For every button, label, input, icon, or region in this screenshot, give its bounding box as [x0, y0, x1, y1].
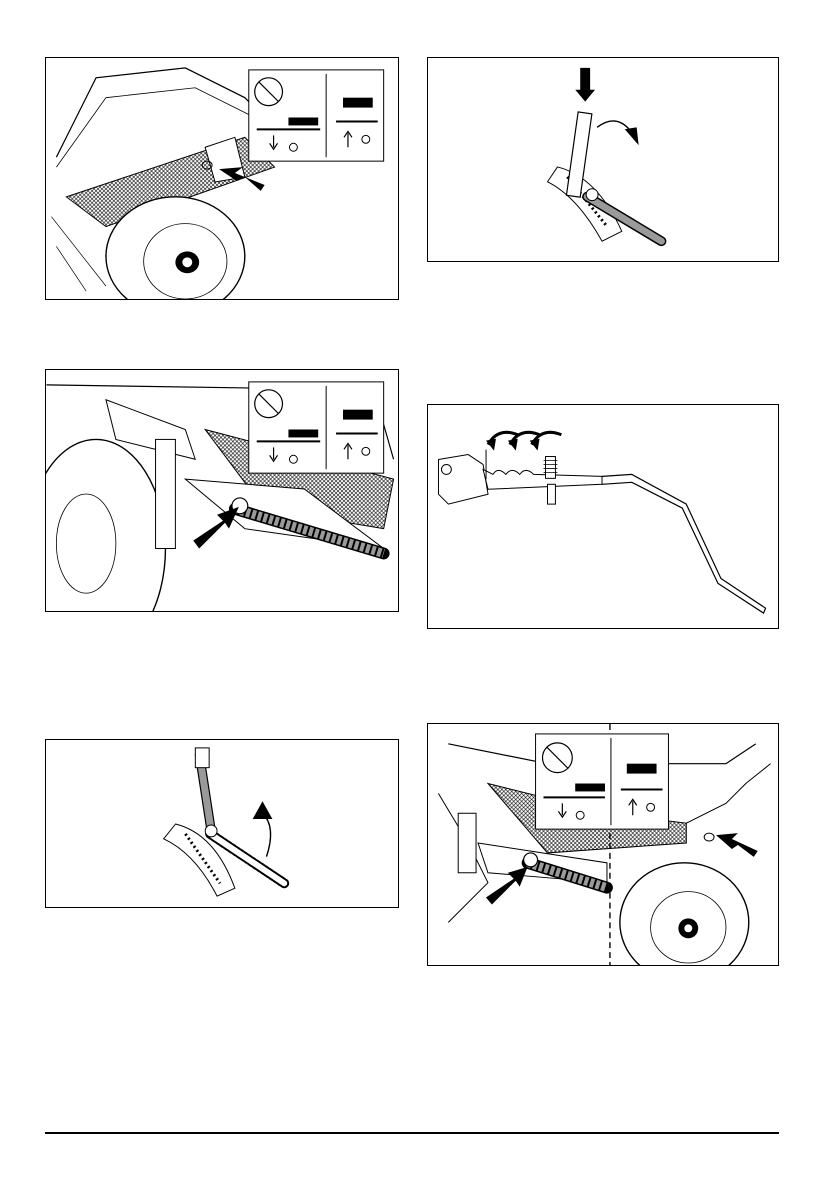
mower-combined-illustration [428, 724, 778, 965]
footer-rule [45, 1132, 779, 1134]
figure-4 [427, 404, 779, 629]
curved-up-arrow-icon [253, 801, 273, 819]
mower-side-illustration-1 [46, 58, 398, 299]
arrow-icon [193, 507, 239, 549]
mower-lowered-deck-icon [288, 430, 318, 438]
mower-raised-deck-icon [343, 410, 373, 420]
mode-icon-panel [249, 382, 384, 473]
figure-1 [45, 57, 399, 300]
figure-5 [45, 739, 399, 908]
rotation-arrows-icon [486, 432, 561, 450]
arrow-icon-right [716, 833, 758, 857]
figure-2 [427, 57, 779, 262]
mower-raised-deck-icon [343, 98, 373, 108]
mode-icon-panel [249, 70, 384, 161]
lever-rod-illustration [428, 405, 778, 628]
mower-lowered-deck-icon [288, 118, 318, 126]
lever-press-illustration [428, 58, 778, 261]
figure-3 [45, 369, 399, 612]
down-arrow-icon [575, 68, 595, 102]
mower-lowered-deck-icon [575, 784, 605, 792]
curved-arrow-icon [625, 127, 639, 145]
mower-raised-deck-icon [627, 764, 657, 774]
mower-side-illustration-2 [46, 370, 398, 611]
figure-6 [427, 723, 779, 966]
lever-raise-illustration [46, 740, 398, 907]
mode-icon-panel [536, 734, 669, 829]
